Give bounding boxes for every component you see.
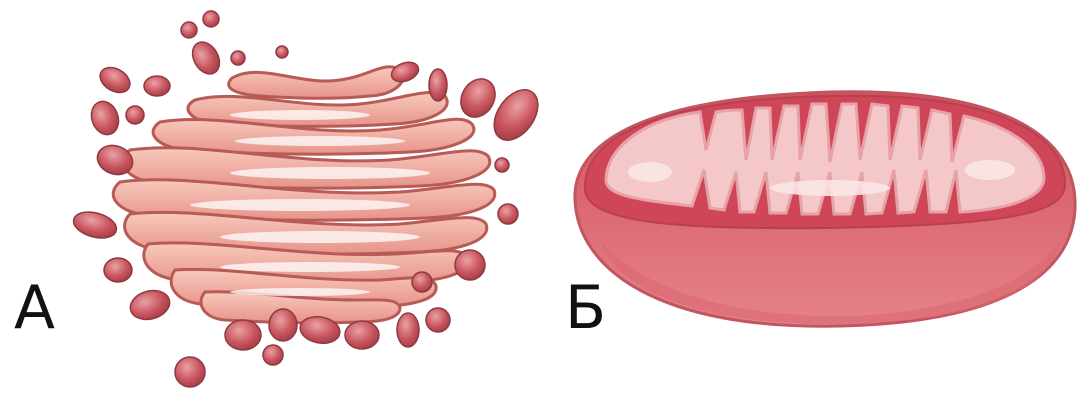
mitochondrion-icon — [575, 92, 1075, 326]
figure-label-b: Б — [565, 278, 606, 338]
figure-label-a: А — [14, 278, 55, 338]
golgi-apparatus-icon — [71, 11, 547, 387]
golgi-cisternae — [113, 67, 495, 323]
